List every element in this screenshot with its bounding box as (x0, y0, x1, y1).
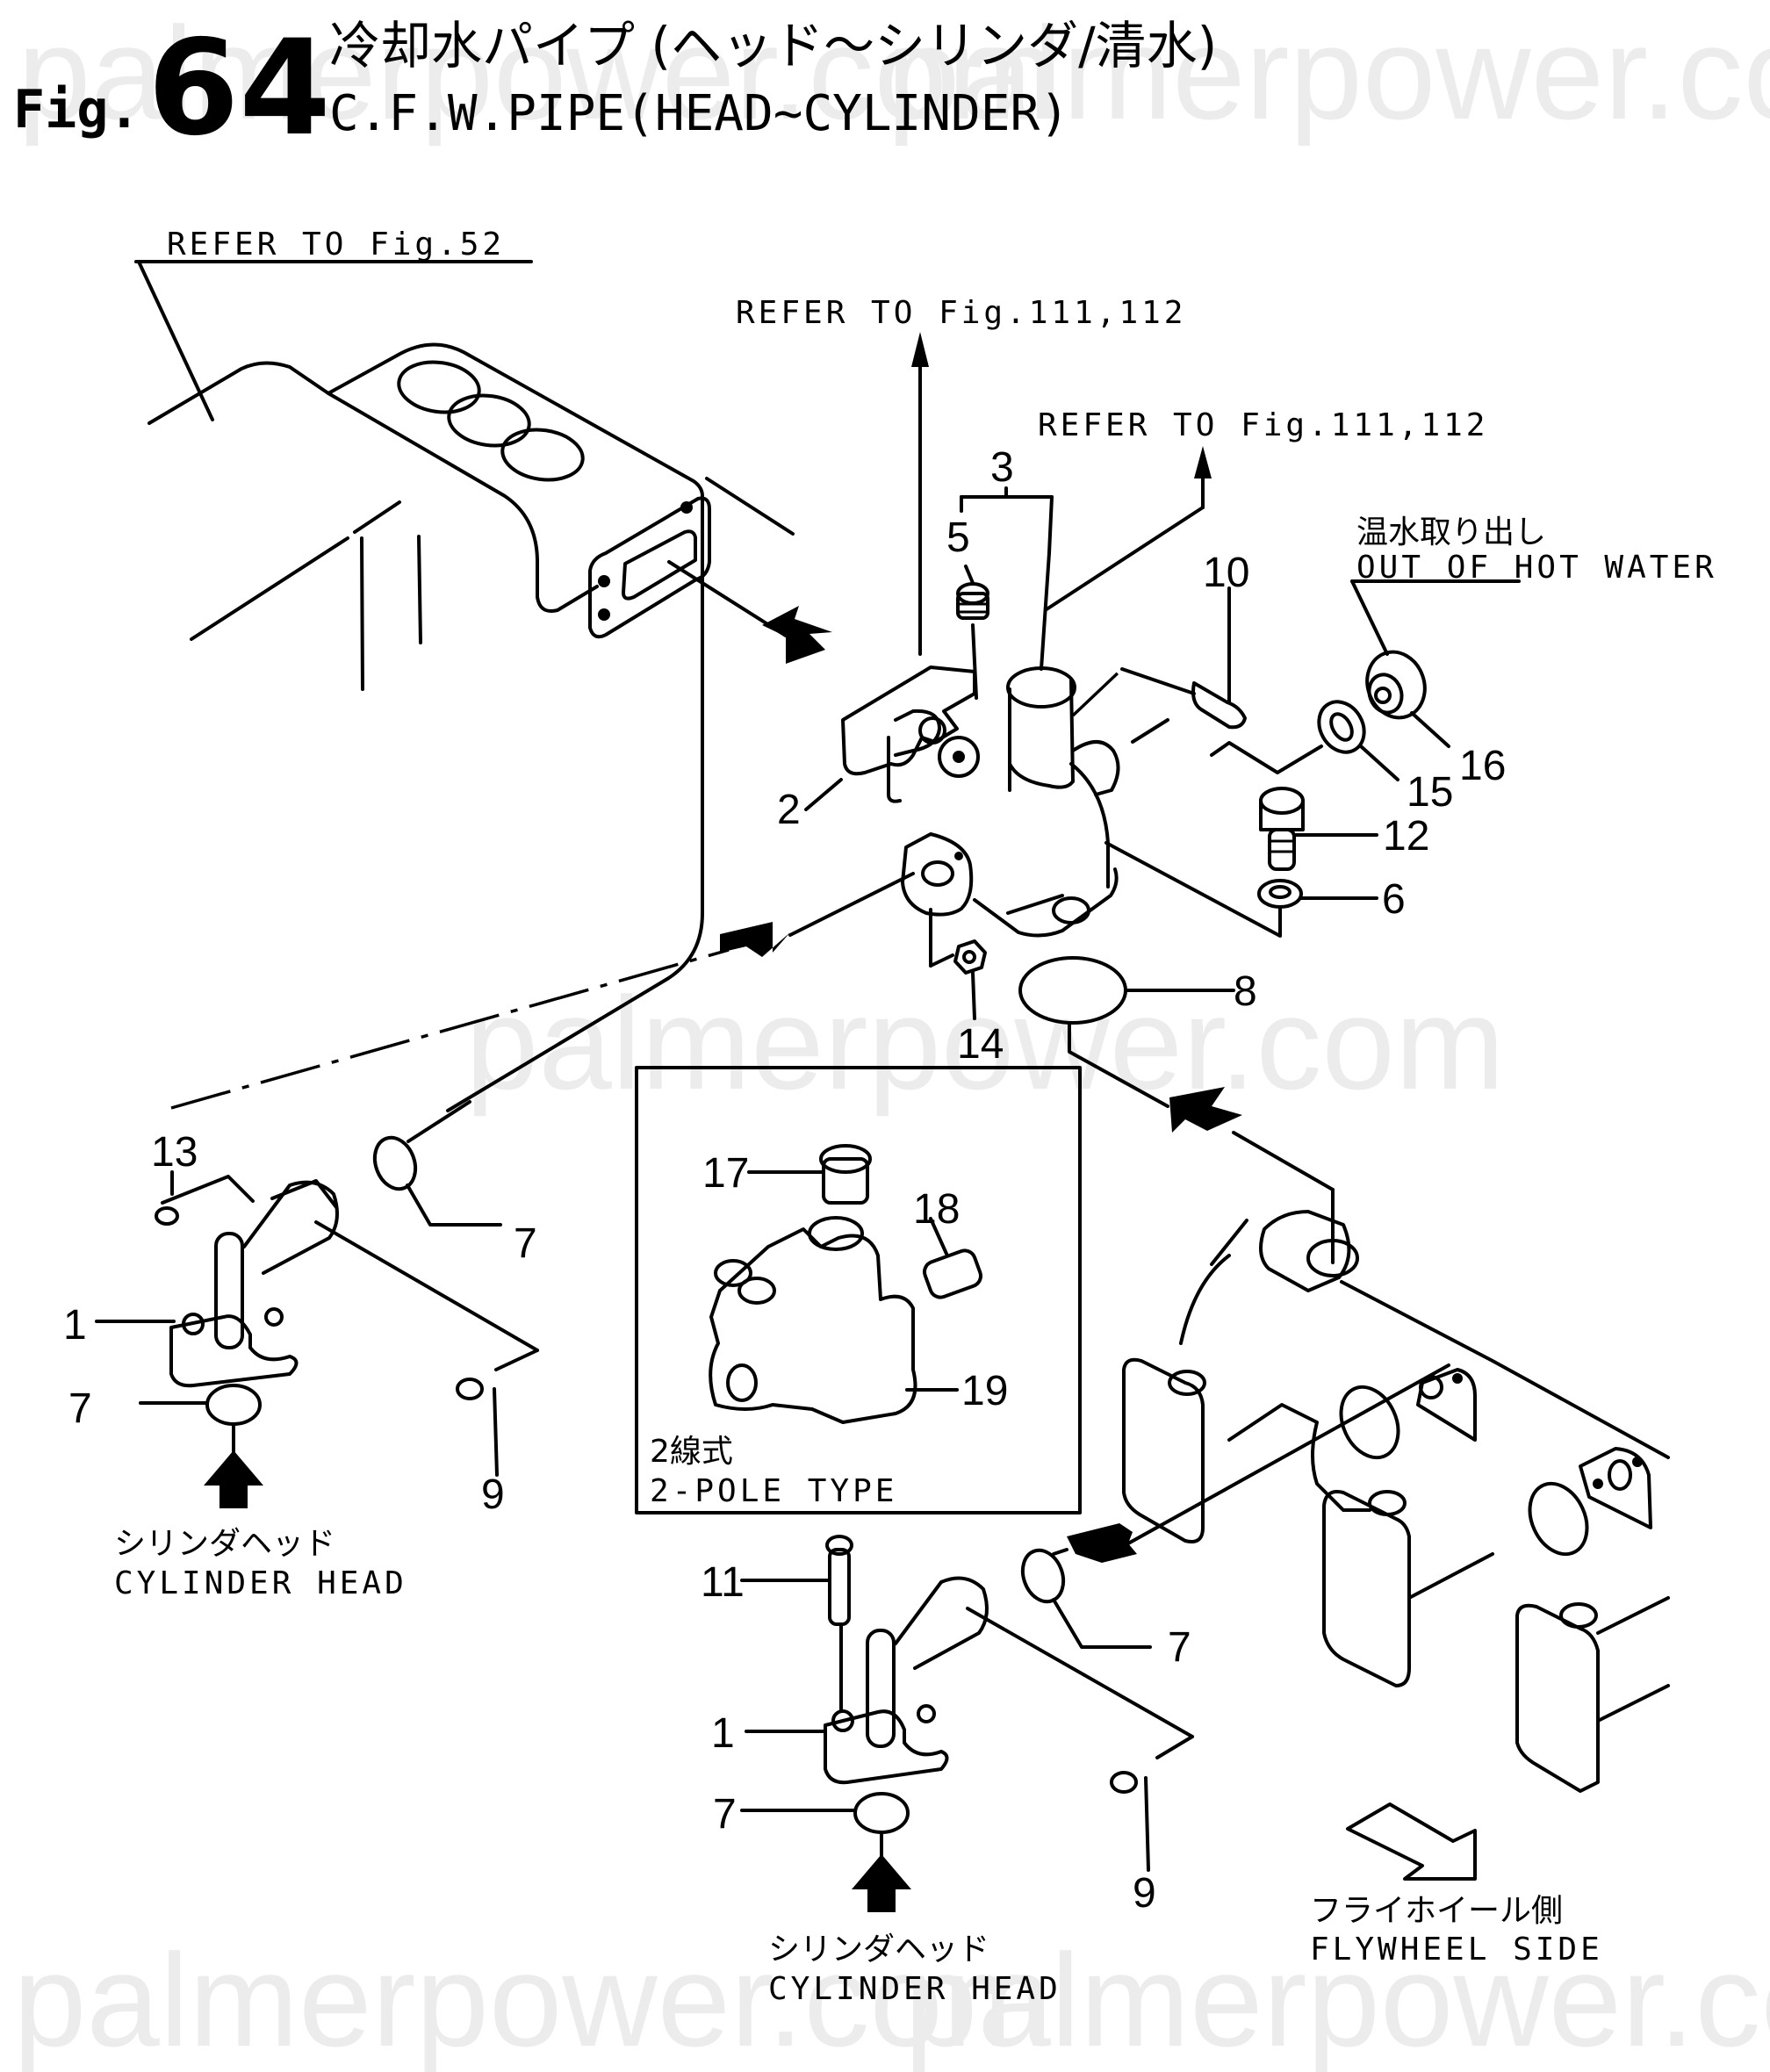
part-3-bracket (960, 486, 1054, 671)
callout-12: 12 (1383, 813, 1429, 860)
watermark: palmerpower.com (465, 969, 1505, 1117)
callout-15: 15 (1407, 769, 1453, 816)
flow-arrow-icon (1067, 1523, 1137, 1563)
engine-block (1122, 1210, 1670, 1793)
callout-3: 3 (990, 444, 1014, 491)
callout-8: 8 (1234, 968, 1257, 1015)
part-2-gasket (804, 778, 843, 811)
cylinder-head-label-left: シリンダヘッド CYLINDER HEAD (114, 1526, 407, 1601)
watermark: palmerpower.com (887, 0, 1770, 147)
callout-7: 7 (713, 1791, 737, 1838)
title-english: C.F.W.PIPE(HEAD~CYLINDER) (329, 85, 1069, 142)
callout-5: 5 (946, 514, 970, 561)
inset-title-japanese: 2線式 (650, 1434, 733, 1470)
reference-fig111-b: REFER TO Fig.111,112 (1038, 407, 1488, 611)
arrow-up-icon (204, 1450, 263, 1508)
watermark: palmerpower.com (13, 1926, 1053, 2072)
cylinder-head-label-japanese: シリンダヘッド (114, 1526, 335, 1562)
callout-17: 17 (702, 1150, 749, 1197)
arrow-up-icon (852, 1854, 911, 1912)
reference-fig111-a: REFER TO Fig.111,112 (736, 295, 1186, 656)
part-16-plug (1350, 579, 1521, 748)
flow-arrow-icon (762, 606, 832, 664)
flywheel-direction-arrow-icon (1346, 1802, 1477, 1881)
callout-numbers: 1 1 2 3 5 6 7 7 7 7 8 9 9 10 11 12 13 14… (63, 444, 1506, 1917)
part-5-plug (956, 565, 989, 700)
cylinder-head-label-english: CYLINDER HEAD (768, 1971, 1061, 2007)
callout-7: 7 (1168, 1624, 1191, 1671)
arrow-up-icon (1194, 446, 1212, 478)
reference-fig52: REFER TO Fig.52 (134, 227, 533, 421)
flow-arrows (170, 872, 1335, 1264)
reference-label: REFER TO Fig.111,112 (1038, 407, 1488, 443)
callout-2: 2 (777, 787, 801, 833)
reference-label: REFER TO Fig.52 (167, 227, 505, 263)
callout-9: 9 (1133, 1870, 1156, 1917)
part-8-oring (1018, 956, 1235, 1108)
part-12-bolt (1259, 787, 1378, 871)
inset-2-pole-type: 2線式 2-POLE TYPE (635, 1066, 1082, 1514)
flywheel-side-indicator: フライホイール側 FLYWHEEL SIDE (1310, 1802, 1603, 1968)
callout-6: 6 (1382, 876, 1406, 923)
cylinder-head-label-english: CYLINDER HEAD (114, 1565, 407, 1601)
watermark: palmerpower.com (18, 0, 1057, 147)
watermark-layer: palmerpower.com palmerpower.com palmerpo… (13, 0, 1770, 2072)
inset-title-english: 2-POLE TYPE (650, 1473, 897, 1509)
cylinder-head-label-japanese: シリンダヘッド (768, 1932, 989, 1968)
callout-10: 10 (1203, 550, 1249, 596)
hot-water-label-english: OUT OF HOT WATER (1356, 550, 1717, 586)
hot-water-label-japanese: 温水取り出し (1356, 514, 1546, 550)
callout-13: 13 (151, 1129, 198, 1176)
callout-1: 1 (711, 1710, 735, 1757)
flow-arrow (667, 560, 832, 664)
flow-arrow-icon (1169, 1087, 1242, 1133)
callout-7: 7 (514, 1220, 537, 1267)
arrow-up-icon (911, 332, 929, 367)
fig-prefix: Fig. (13, 79, 140, 140)
cylinder-head-block (148, 342, 795, 1112)
part-14-nut (953, 939, 987, 1020)
flow-arrow-icon (720, 922, 790, 957)
part-10-bolt (1071, 586, 1247, 730)
fig-number: 64 (148, 12, 331, 165)
reference-label: REFER TO Fig.111,112 (736, 295, 1186, 331)
watermark: palmerpower.com (904, 1926, 1770, 2072)
callout-16: 16 (1459, 743, 1506, 789)
inset-frame (635, 1066, 1082, 1514)
left-pipe-assembly (95, 1100, 539, 1508)
title-japanese: 冷却水パイプ (ヘッド～シリンダ/清水) (329, 16, 1217, 76)
hot-water-annotation: 温水取り出し OUT OF HOT WATER (1356, 514, 1717, 586)
callout-7: 7 (68, 1385, 92, 1432)
flywheel-label-english: FLYWHEEL SIDE (1310, 1932, 1603, 1968)
callout-19: 19 (961, 1368, 1008, 1414)
flywheel-label-japanese: フライホイール側 (1310, 1893, 1563, 1929)
callout-11: 11 (701, 1559, 745, 1606)
lower-pipe-assembly (740, 1363, 1450, 1912)
callout-14: 14 (957, 1021, 1004, 1068)
part-15-washer (1131, 700, 1399, 781)
part-6-washer (1104, 841, 1378, 938)
callout-9: 9 (481, 1471, 505, 1518)
cylinder-head-label-right: シリンダヘッド CYLINDER HEAD (768, 1932, 1061, 2007)
callout-18: 18 (913, 1186, 960, 1233)
callout-1: 1 (63, 1302, 87, 1349)
figure-header: Fig. 64 冷却水パイプ (ヘッド～シリンダ/清水) C.F.W.PIPE(… (13, 12, 1217, 165)
